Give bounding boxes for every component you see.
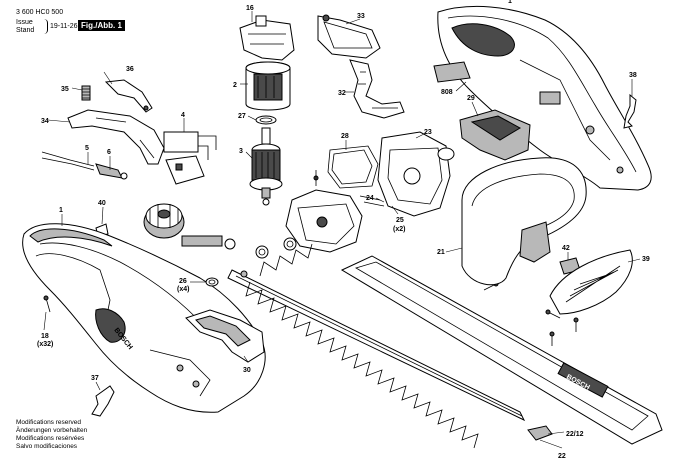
part-label-26: 26: [179, 278, 187, 285]
part-label-5: 5: [85, 145, 89, 152]
issue-label: Issue: [16, 19, 33, 26]
blade-guard-22: BOSCH: [340, 255, 663, 445]
part-label-28: 28: [341, 133, 349, 140]
trigger-34: [67, 109, 165, 165]
screw-24: [313, 170, 385, 207]
part-label-18: 18: [41, 333, 49, 340]
part-label-30: 30: [243, 367, 251, 374]
part-label-4: 4: [181, 112, 185, 119]
vent-cover-39: [549, 249, 633, 315]
issue-date: 19-11-26: [50, 23, 78, 30]
cable-harness-32: [349, 59, 405, 119]
gasket-28: [327, 145, 379, 189]
part-label-18-qty: (x32): [37, 341, 53, 348]
hand-guard-21: [461, 157, 587, 286]
part-label-24: 24: [366, 195, 374, 202]
cable-5: [41, 151, 95, 171]
housing-shell-right: [437, 5, 652, 191]
motor-bracket-16: [239, 15, 295, 61]
figure-tag: Fig./Abb. 1: [78, 20, 125, 31]
part-label-25: 25: [396, 217, 404, 224]
part-label-35: 35: [61, 86, 69, 93]
part-label-36: 36: [126, 66, 134, 73]
part-label-22: 22: [558, 453, 566, 460]
part-label-6: 6: [107, 149, 111, 156]
part-label-33: 33: [357, 13, 365, 20]
hook-clip-38: [623, 93, 637, 129]
washer-26: [205, 277, 219, 287]
header-bracket: [43, 19, 48, 34]
gearbox-lower-25: [255, 189, 363, 259]
part-label-25-qty: (x2): [393, 226, 405, 233]
part-label-1-top: 1: [508, 0, 512, 5]
part-label-29: 29: [467, 95, 475, 102]
motor-stator-2: [245, 61, 291, 111]
part-label-2: 2: [233, 82, 237, 89]
part-label-32: 32: [338, 90, 346, 97]
gear-40: [95, 203, 236, 250]
part-label-808: 808: [441, 89, 453, 96]
cable-frame-33: [317, 14, 381, 59]
note-en: Modifications reserved: [16, 419, 82, 426]
switch-lever-36: [104, 79, 153, 113]
handle-insert-29: [459, 109, 531, 161]
leader-lines: [43, 11, 641, 449]
part-label-22-12: 22/12: [566, 431, 584, 438]
part-label-39: 39: [642, 256, 650, 263]
part-label-40: 40: [98, 200, 106, 207]
part-label-16: 16: [246, 5, 254, 12]
document-number: 3 600 HC0 500: [16, 9, 64, 16]
modification-notes: Modifications reserved Änderungen vorbeh…: [16, 419, 87, 451]
stand-label: Stand: [16, 27, 35, 34]
switch-4: [163, 131, 217, 185]
handle-grip-30: [185, 309, 265, 363]
cable-clamp-6: [95, 163, 128, 180]
ring-27: [255, 115, 277, 125]
latch-37: [91, 385, 115, 417]
part-label-21: 21: [437, 249, 445, 256]
main-housing-left: BOSCH: [22, 223, 266, 413]
part-label-38: 38: [629, 72, 637, 79]
part-label-42: 42: [562, 245, 570, 252]
part-label-34: 34: [41, 118, 49, 125]
armature-3: [249, 127, 283, 206]
part-label-27: 27: [238, 113, 246, 120]
part-label-26-qty: (x4): [177, 286, 189, 293]
spring-35: [81, 85, 91, 101]
part-label-37: 37: [91, 375, 99, 382]
part-labels: 16 33 1 36 35 2 32 808 38 34 4 27 29 28 …: [37, 0, 650, 460]
gear-housing-23: [377, 131, 455, 217]
blade-assembly: [227, 243, 526, 449]
part-label-3: 3: [239, 148, 243, 155]
note-de: Änderungen vorbehalten: [16, 427, 88, 434]
note-fr: Modifications resérvées: [16, 435, 85, 442]
part-label-23: 23: [424, 129, 432, 136]
note-es: Salvo modificaciones: [16, 443, 78, 450]
label-plate-808: [433, 61, 471, 83]
part-label-1-left: 1: [59, 207, 63, 214]
